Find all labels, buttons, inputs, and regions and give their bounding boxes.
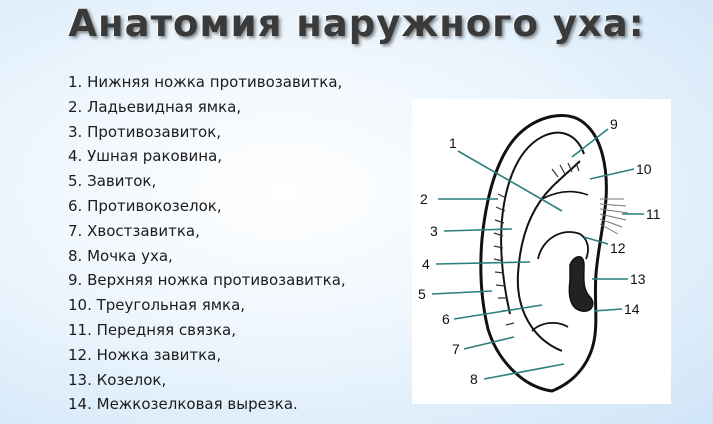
label-5: 5 [418, 286, 426, 302]
ear-antihelix-crus [541, 190, 589, 200]
label-8: 8 [470, 371, 478, 387]
label-9: 9 [610, 116, 618, 132]
ear-helix-inner [500, 131, 585, 315]
legend-item: 13. Козелок, [68, 370, 167, 389]
legend-item: 3. Противозавиток, [68, 122, 222, 141]
label-11: 11 [646, 206, 661, 222]
legend-item: 8. Мочка уха, [68, 246, 173, 265]
ear-ligament-lines [599, 198, 629, 235]
label-6: 6 [442, 311, 450, 327]
label-3: 3 [430, 223, 438, 239]
label-7: 7 [452, 341, 460, 357]
label-10: 10 [636, 161, 652, 177]
ear-fossa-shading [551, 162, 580, 178]
legend-item: 5. Завиток, [68, 172, 157, 191]
legend-item: 11. Передняя связка, [68, 320, 236, 339]
ear-concha [537, 231, 589, 260]
ear-antitragus [531, 322, 569, 332]
label-2: 2 [420, 191, 428, 207]
legend-item: 1. Нижняя ножка противозавитка, [68, 73, 343, 91]
legend-item: 4. Ушная раковина, [68, 147, 223, 166]
label-12: 12 [610, 240, 626, 256]
leader-lines [431, 128, 644, 380]
legend-item: 2. Ладьевидная ямка, [68, 97, 242, 116]
ear-antihelix [516, 160, 581, 352]
legend-item: 7. Хвостзавитка, [68, 221, 200, 240]
legend-item: 12. Ножка завитка, [68, 345, 222, 364]
legend-item: 14. Межкозелковая вырезка. [68, 395, 298, 414]
legend-list: 1. Нижняя ножка противозавитка, 2. Ладье… [68, 70, 346, 417]
ear-tragus [568, 256, 594, 312]
label-13: 13 [630, 271, 646, 287]
slide-title: Анатомия наружного уха: [68, 2, 645, 45]
legend-item: 10. Треугольная ямка, [68, 296, 246, 315]
legend-item: 9. Верхняя ножка противозавитка, [68, 271, 346, 290]
ear-helix-outline [479, 114, 608, 393]
ear-diagram: 1 2 3 4 5 6 7 8 9 10 11 12 13 14 [418, 114, 661, 393]
label-14: 14 [624, 301, 640, 317]
label-1: 1 [449, 135, 457, 151]
legend-item: 6. Противокозелок, [68, 196, 222, 215]
label-4: 4 [422, 256, 430, 272]
ear-diagram-panel: 1 2 3 4 5 6 7 8 9 10 11 12 13 14 [412, 99, 671, 404]
